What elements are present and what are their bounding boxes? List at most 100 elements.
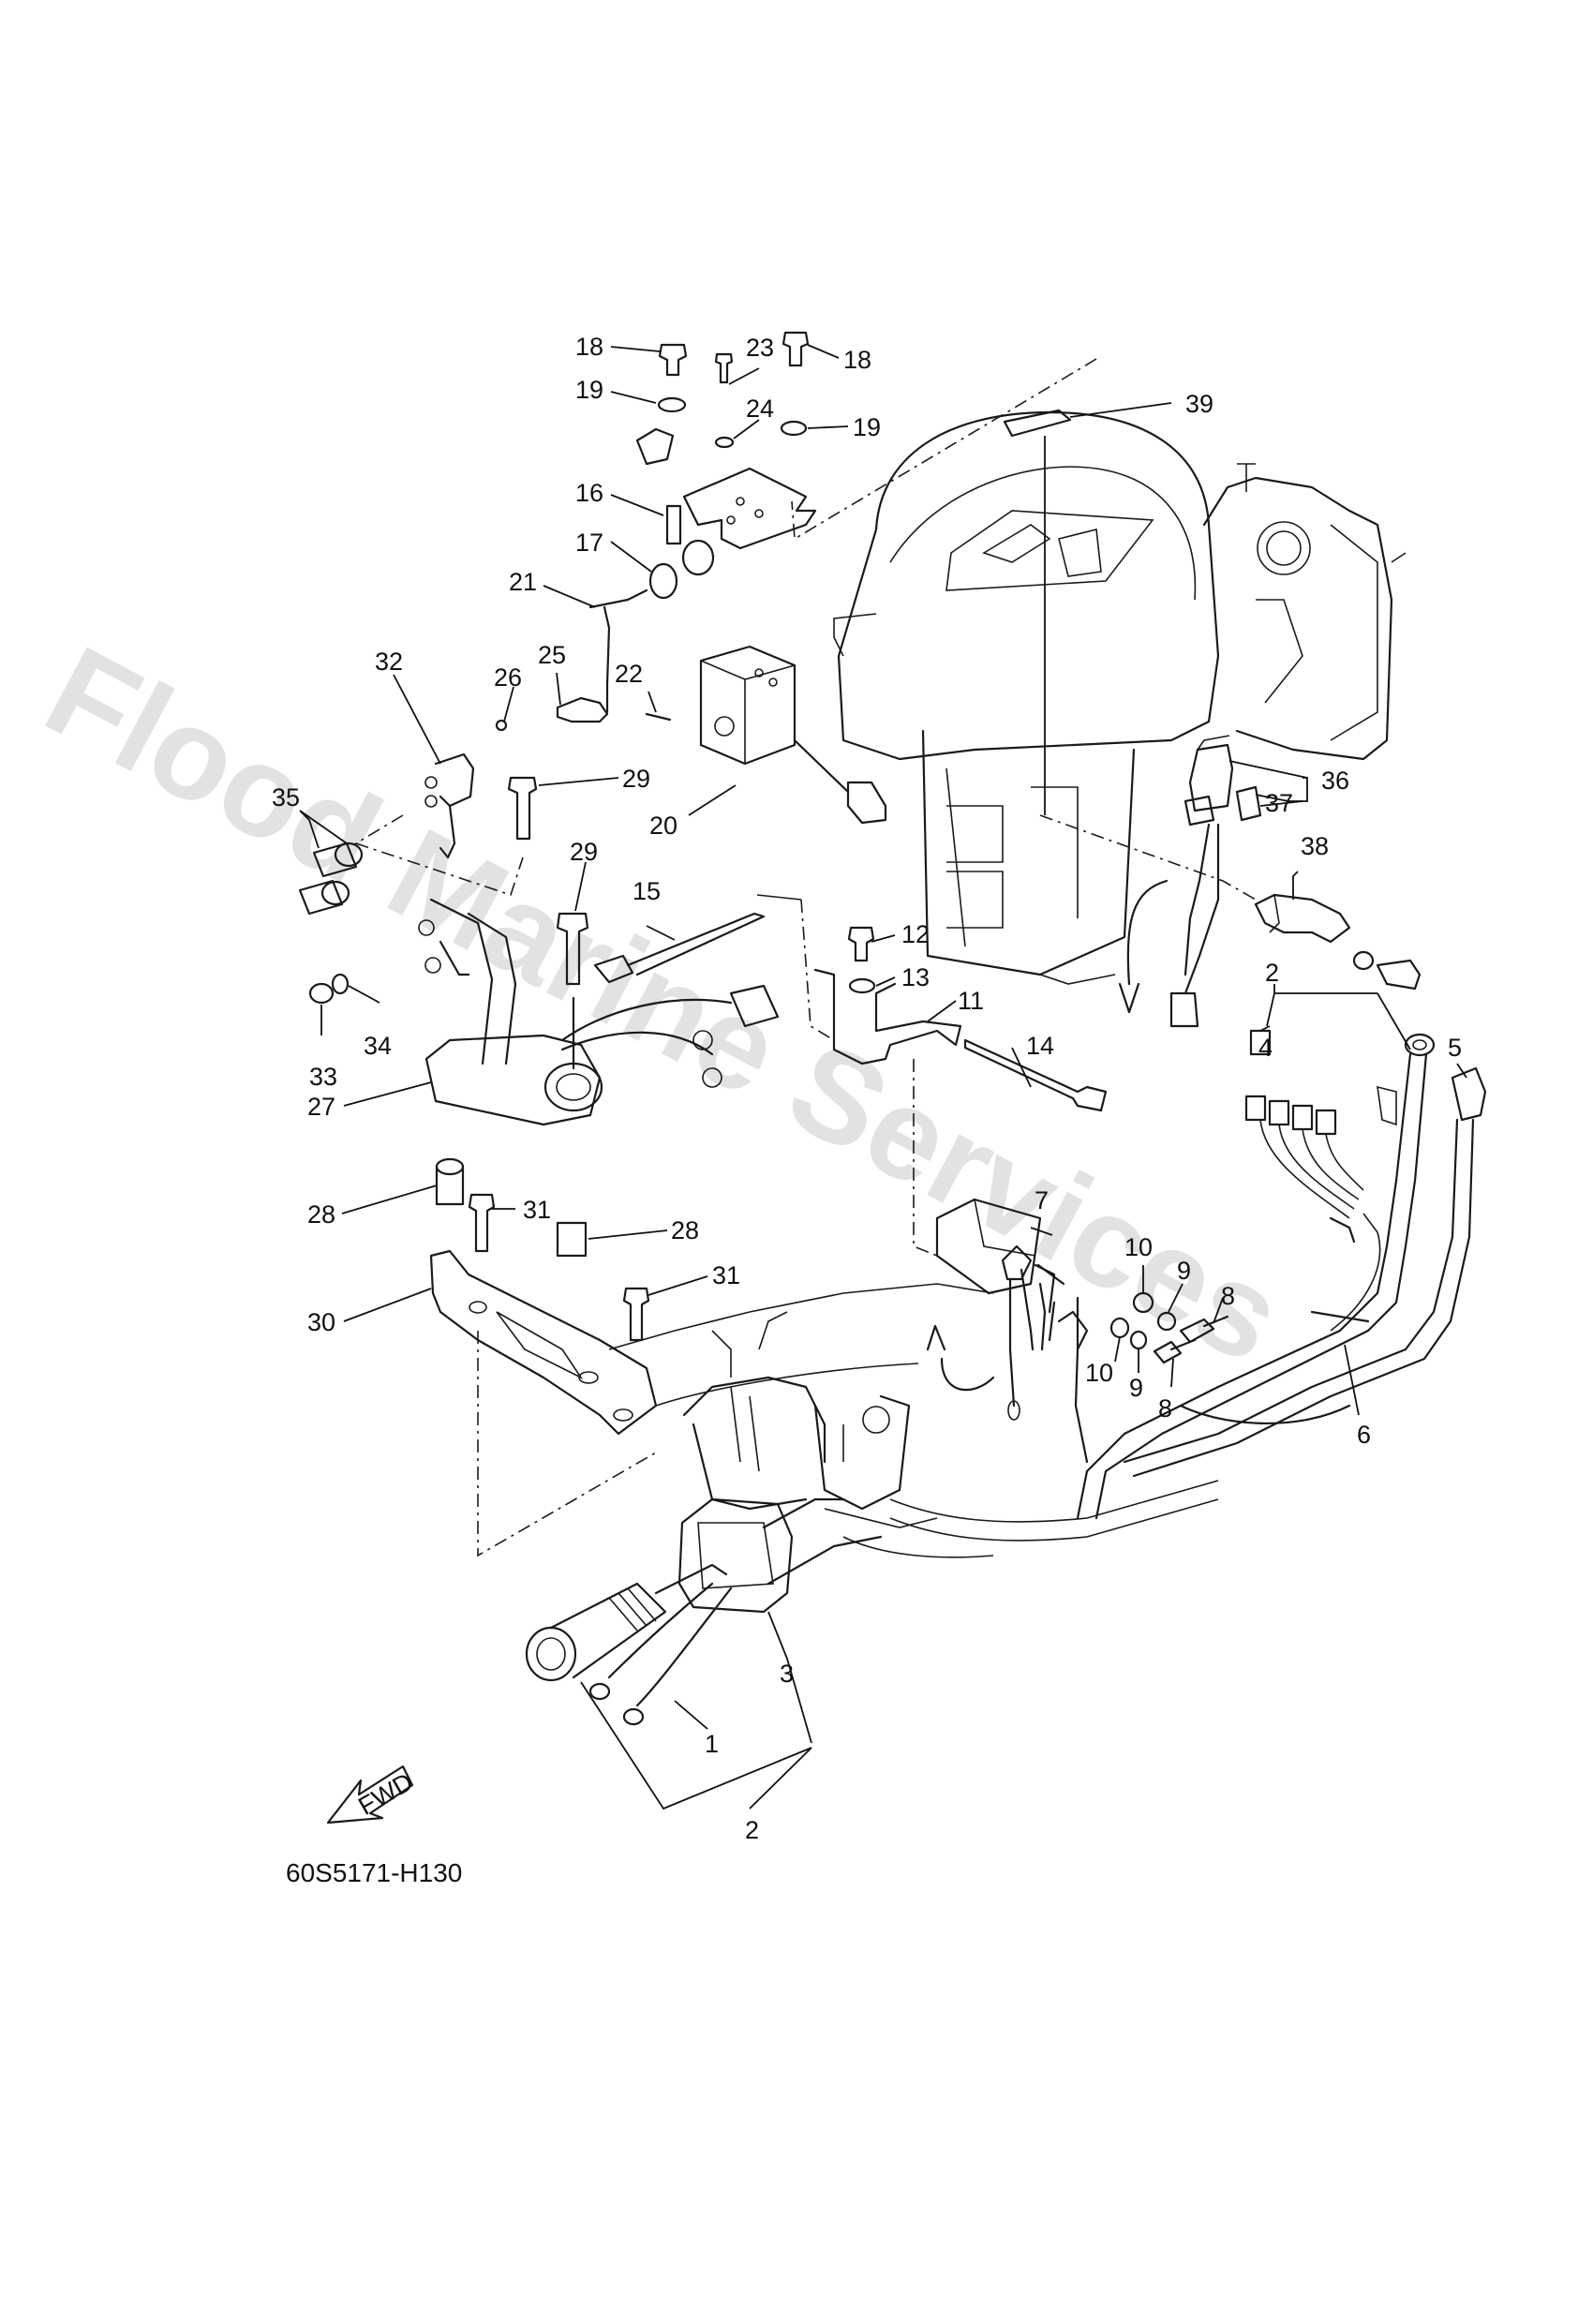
cable-tie-14	[963, 1038, 1108, 1112]
relay-32	[424, 752, 475, 859]
callout-21: 21	[509, 568, 537, 596]
lanyard-clip-39	[1003, 409, 1072, 438]
callout-11: 11	[958, 987, 984, 1015]
bracket-hole-3	[726, 515, 736, 525]
bolt-8-lower	[1153, 1338, 1197, 1364]
callout-5: 5	[1448, 1034, 1462, 1062]
screw-18-right	[782, 331, 810, 367]
callout-12: 12	[901, 920, 930, 948]
frame-32	[354, 814, 524, 897]
grommet-3	[677, 1497, 883, 1614]
callout-13: 13	[901, 963, 930, 991]
callout-1: 1	[705, 1730, 719, 1758]
frame-11	[800, 899, 835, 1041]
bracket-hole-2	[754, 509, 764, 518]
callout-29: 29	[622, 765, 650, 793]
callout-28: 28	[671, 1216, 699, 1244]
washer-34	[331, 973, 350, 995]
bolt-12	[847, 926, 875, 962]
callout-15: 15	[633, 877, 661, 905]
callout-32: 32	[375, 648, 403, 676]
lower-mounting-base	[608, 1283, 1219, 1558]
callout-9: 9	[1177, 1257, 1191, 1285]
bracket-hole	[736, 497, 745, 506]
callout-33: 33	[309, 1063, 337, 1091]
frame-15	[756, 894, 802, 901]
callout-2: 2	[745, 1816, 759, 1844]
switch-box-20	[699, 645, 887, 825]
callout-39: 39	[1185, 390, 1213, 418]
frame-7	[913, 1059, 938, 1257]
rod-21	[588, 588, 648, 714]
cables-5-2	[1076, 1033, 1487, 1520]
washer-24	[714, 436, 735, 449]
callout-35: 35	[272, 783, 300, 812]
callout-17: 17	[575, 529, 603, 557]
assembly-frame-bottom	[477, 1331, 657, 1557]
leader-lines	[299, 344, 1467, 1810]
callout-7: 7	[1035, 1186, 1049, 1214]
washer-13	[848, 977, 876, 994]
washer-9-upper	[1156, 1311, 1177, 1332]
callout-23: 23	[746, 334, 774, 362]
callout-8: 8	[1158, 1394, 1172, 1423]
sleeve-16	[665, 504, 682, 545]
key-switch	[525, 1563, 733, 1726]
callout-10: 10	[1085, 1359, 1113, 1387]
callout-28: 28	[307, 1200, 335, 1229]
bracket-38	[1254, 893, 1422, 991]
ring-o	[681, 539, 715, 576]
callout-10: 10	[1124, 1233, 1153, 1261]
callout-4: 4	[1258, 1034, 1273, 1062]
wire-terminals	[1038, 1282, 1089, 1464]
engine-block	[833, 410, 1407, 985]
callout-29: 29	[570, 838, 598, 866]
bracket-plate	[682, 467, 817, 550]
screw-18-left	[658, 343, 688, 377]
frame-36	[1039, 814, 1257, 901]
callout-34: 34	[364, 1032, 392, 1060]
rectifier-7	[926, 1198, 1065, 1421]
callout-31: 31	[712, 1261, 740, 1289]
cable-tie-15	[593, 912, 766, 984]
watermark: Flood Marine Services	[24, 619, 1304, 1392]
callout-38: 38	[1301, 832, 1329, 860]
washer-19-right	[780, 420, 808, 437]
clip-top	[635, 427, 675, 466]
callout-labels: 18 23 18 19 24 19 39 16 17 21 26 25 22 3…	[272, 333, 1462, 1844]
bracket-11	[813, 968, 962, 1065]
callout-36: 36	[1321, 767, 1349, 795]
callout-30: 30	[307, 1308, 335, 1336]
pin-22	[645, 712, 672, 722]
screw-23	[714, 352, 734, 384]
callout-24: 24	[746, 395, 774, 423]
bolt-29-upper	[507, 776, 538, 841]
callout-2: 2	[1265, 959, 1279, 987]
callout-19: 19	[853, 413, 881, 441]
callout-3: 3	[780, 1660, 794, 1688]
collar-28-left	[435, 1157, 465, 1176]
callout-20: 20	[649, 812, 677, 840]
bolt-29-lower	[556, 912, 589, 986]
callout-19: 19	[575, 376, 603, 404]
switch-36	[1118, 735, 1262, 1028]
fwd-label: FWD	[353, 1767, 417, 1821]
callout-6: 6	[1357, 1421, 1371, 1449]
callout-25: 25	[538, 641, 566, 669]
harness-connectors	[1244, 1029, 1381, 1332]
bolt-31-right	[622, 1287, 650, 1342]
callout-18: 18	[843, 346, 871, 374]
callout-37: 37	[1265, 789, 1293, 817]
callout-9: 9	[1129, 1374, 1143, 1402]
pin-26	[495, 719, 508, 732]
callout-22: 22	[615, 660, 643, 688]
assembly-frame-top	[791, 358, 1097, 541]
washer-19-left	[657, 396, 687, 413]
bolt-8-upper	[1179, 1315, 1229, 1344]
fwd-arrow-icon: FWD	[326, 1765, 418, 1825]
base-plate-30	[429, 1249, 658, 1436]
callout-27: 27	[307, 1093, 335, 1121]
callout-18: 18	[575, 333, 603, 361]
spring-25	[556, 696, 609, 723]
